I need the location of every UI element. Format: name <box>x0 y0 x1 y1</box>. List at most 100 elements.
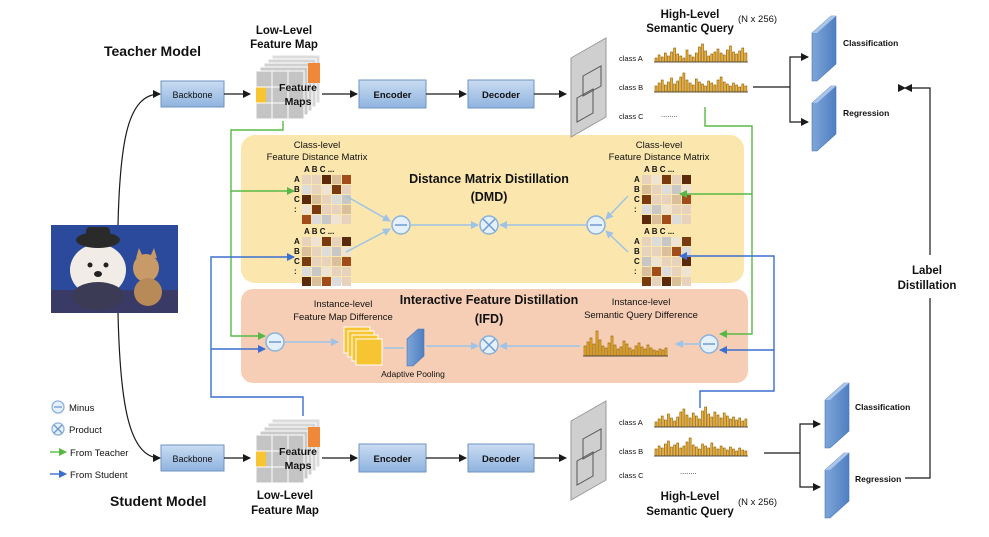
histogram-bar <box>607 342 611 357</box>
student-hq-dims: (N x 256) <box>738 497 777 508</box>
matrix-column-headers: A B C ... <box>304 227 334 236</box>
histogram-bar <box>646 344 650 357</box>
histogram-bar <box>660 56 664 63</box>
matrix-cell <box>332 215 341 224</box>
student-class-c-label: class C <box>619 471 644 480</box>
ifd-adaptive-pooling-bar <box>406 328 425 367</box>
ifd-left-label-line1: Instance-level <box>314 299 373 310</box>
matrix-cell <box>312 237 321 246</box>
matrix-row-header: C <box>294 257 300 266</box>
teacher-query-to-dmd-green <box>679 107 753 198</box>
matrix-cell <box>342 215 351 224</box>
histogram-bar <box>716 48 720 63</box>
matrix-cell <box>342 185 351 194</box>
matrix-cell <box>302 185 311 194</box>
student-fm-title-line2: Feature Map <box>251 505 319 517</box>
histogram-bar <box>735 419 738 428</box>
histogram-bar <box>622 340 626 357</box>
histogram-bar <box>716 448 720 457</box>
matrix-column-headers: A B C ... <box>644 165 674 174</box>
matrix-cell <box>332 247 341 256</box>
matrix-cell <box>642 185 651 194</box>
histogram-bar <box>701 410 704 428</box>
histogram-bar <box>673 420 676 428</box>
matrix-cell <box>652 277 661 286</box>
matrix-cell <box>312 175 321 184</box>
matrix-cell <box>652 185 661 194</box>
matrix-cell <box>322 257 331 266</box>
histogram-bar <box>694 78 698 93</box>
matrix-cell <box>322 175 331 184</box>
histogram-bar <box>719 52 723 63</box>
histogram-bar <box>604 347 608 357</box>
histogram-bar <box>707 55 711 63</box>
legend-product-icon <box>51 422 65 436</box>
histogram-bar <box>610 335 614 357</box>
ifd-left-minus-node <box>265 332 285 352</box>
label-distillation-connector-lower <box>905 298 931 479</box>
teacher-decoder-label: Decoder <box>482 90 520 101</box>
label-distillation-arrowhead <box>904 84 912 92</box>
histogram-bar <box>735 450 738 457</box>
matrix-column-headers: A B C ... <box>644 227 674 236</box>
matrix-cell <box>642 267 651 276</box>
student-classification-label: Classification <box>855 402 910 412</box>
histogram-bar <box>694 52 698 63</box>
histogram-bar <box>741 420 745 428</box>
dmd-left-label-line2: Feature Distance Matrix <box>267 152 368 163</box>
teacher-regression-head <box>811 85 837 152</box>
histogram-bar <box>679 447 683 457</box>
histogram-bar <box>691 444 695 457</box>
matrix-cell <box>642 257 651 266</box>
matrix-row-header: B <box>634 185 640 194</box>
teacher-class-b-histogram <box>654 72 748 93</box>
histogram-bar <box>625 343 629 357</box>
label-distillation-connector <box>898 84 931 255</box>
matrix-cell <box>652 247 661 256</box>
teacher-class-a-label: class A <box>619 54 643 63</box>
teacher-class-b-label: class B <box>619 83 643 92</box>
histogram-bar <box>682 408 686 428</box>
matrix-cell <box>652 237 661 246</box>
matrix-cell <box>642 237 651 246</box>
histogram-bar <box>698 81 701 93</box>
histogram-bar <box>673 444 676 457</box>
matrix-cell <box>312 257 321 266</box>
histogram-bar <box>649 347 653 357</box>
matrix-cell <box>332 195 341 204</box>
histogram-bar <box>722 412 726 428</box>
histogram-bar <box>688 82 692 93</box>
histogram-bar <box>652 349 656 357</box>
dmd-right-label-line1: Class-level <box>636 140 682 151</box>
teacher-hq-dims: (N x 256) <box>738 14 777 25</box>
histogram-bar <box>698 46 701 63</box>
ifd-query-difference-histogram <box>583 330 668 357</box>
matrix-cell <box>682 237 691 246</box>
matrix-cell <box>672 267 681 276</box>
matrix-cell <box>342 277 351 286</box>
teacher-model-title: Teacher Model <box>104 43 201 59</box>
histogram-bar <box>673 47 676 63</box>
histogram-bar <box>701 43 704 63</box>
matrix-cell <box>342 175 351 184</box>
histogram-bar <box>707 80 711 93</box>
teacher-encoder-box <box>358 79 427 109</box>
matrix-cell <box>672 237 681 246</box>
legend-product-label: Product <box>69 425 102 436</box>
student-model-title: Student Model <box>110 493 206 509</box>
matrix-cell <box>672 247 681 256</box>
matrix-cell <box>672 195 681 204</box>
legend-minus-icon <box>51 400 65 414</box>
matrix-cell <box>312 195 321 204</box>
label-distillation-line1: Label <box>912 265 942 277</box>
histogram-bar <box>670 77 673 93</box>
student-backbone-label: Backbone <box>172 454 212 464</box>
ifd-abbr: (IFD) <box>475 312 503 326</box>
student-fm-to-dmd-blue <box>210 253 304 416</box>
matrix-cell <box>322 267 331 276</box>
matrix-cell <box>302 267 311 276</box>
student-hq-title-line2: Semantic Query <box>646 506 734 518</box>
teacher-class-more: ........ <box>661 110 678 119</box>
histogram-bar <box>670 417 673 428</box>
